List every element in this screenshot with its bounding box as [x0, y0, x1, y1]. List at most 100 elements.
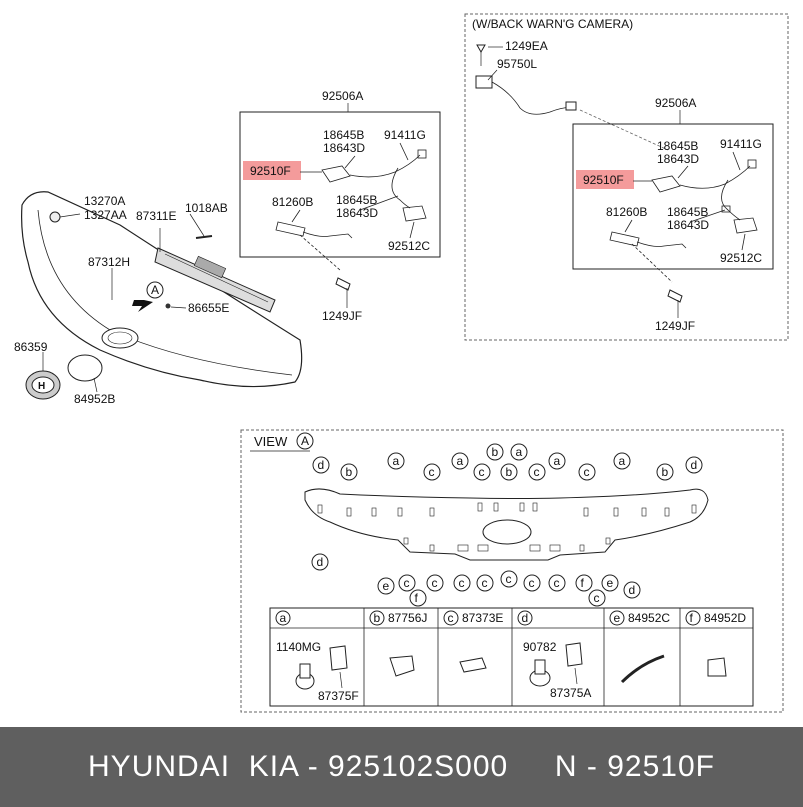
view-top-letter-a: a [554, 454, 561, 468]
view-bottom-letter-c-circle [548, 574, 566, 592]
lamp-92510F-left [321, 165, 351, 183]
view-bottom-letter-d-circle [311, 553, 329, 571]
view-bottom-letter-d: d [317, 555, 324, 569]
view-top-letter-c-circle [473, 463, 491, 481]
label-1140MG: 1140MG [276, 640, 321, 654]
view-top-letter-a: a [393, 454, 400, 468]
label-95750L: 95750L [497, 57, 537, 71]
connector-91411G-camera [747, 159, 757, 169]
label-86359: 86359 [14, 340, 48, 354]
view-top-letter-b-circle [486, 443, 504, 461]
view-top-letter-a-circle [451, 452, 469, 470]
view-top-letter-d: d [318, 458, 325, 472]
table-header-e-circle [609, 610, 625, 626]
screw-1249JF-camera [667, 289, 683, 303]
table-header-a-circle [275, 610, 291, 626]
part-87373E [459, 657, 487, 673]
label-90782: 90782 [523, 640, 557, 654]
view-bottom-letter-f: f [581, 576, 585, 590]
view-top-letter-d: d [691, 458, 698, 472]
label-87375F: 87375F [318, 689, 359, 703]
parts-diagram: H A 13270A 1327AA 87311E 1018AB 87312H 8… [14, 13, 789, 713]
view-bottom-letter-e: e [383, 579, 390, 593]
view-bottom-letter-c: c [506, 572, 512, 586]
label-1249JF-left: 1249JF [322, 309, 362, 323]
main-leader-lines [42, 213, 205, 393]
view-top-letter-a-circle [548, 452, 566, 470]
table-header-c-label: 87373E [462, 611, 503, 625]
view-top-letter-d-circle [685, 456, 703, 474]
table-header-f-label: 84952D [704, 611, 746, 625]
camera-box-title: (W/BACK WARN'G CAMERA) [472, 17, 633, 31]
label-91411G-camera: 91411G [720, 137, 762, 151]
view-title: VIEW [254, 434, 288, 449]
license-bracket [154, 247, 276, 313]
wiring-camera [624, 151, 751, 283]
table-header-e-label: 84952C [628, 611, 670, 625]
detail-left-title: 92506A [322, 89, 363, 103]
svg-text:H: H [38, 381, 45, 392]
view-top-letter-a: a [457, 454, 464, 468]
footer-part-number: HYUNDAI KIA - 925102S000 N - 92510F [88, 750, 715, 783]
part-87375F [329, 645, 348, 671]
label-18643D-left: 18643D [323, 141, 365, 155]
part-84952D [707, 657, 727, 677]
table-header-f-circle [685, 610, 701, 626]
table-header-f: f [690, 611, 694, 625]
view-top-letter-c: c [429, 465, 435, 479]
view-bottom-letter-c: c [459, 576, 465, 590]
view-top-letter-c-circle [528, 463, 546, 481]
view-bottom-letter-e: e [607, 576, 614, 590]
view-bottom-letter-f: f [415, 591, 419, 605]
view-top-letter-a-circle [387, 452, 405, 470]
connector-camera-2 [721, 205, 731, 213]
view-bottom-letter-c: c [594, 591, 600, 605]
camera-sub-title: 92506A [655, 96, 696, 110]
view-a-callout-letter: A [151, 283, 159, 297]
label-13270A: 13270A [84, 194, 125, 208]
view-top-letter-a: a [516, 445, 523, 459]
view-bottom-letter-c: c [529, 576, 535, 590]
label-87312H: 87312H [88, 255, 130, 269]
emblem-86359: H [25, 370, 61, 400]
part-87756J [389, 655, 415, 677]
lamp-92512C-left [402, 205, 427, 222]
view-bottom-letter-c-circle [523, 574, 541, 592]
view-bottom-letter-c-circle [426, 574, 444, 592]
view-top-letter-c: c [534, 465, 540, 479]
table-header-b-label: 87756J [388, 611, 427, 625]
lamp-81260B-camera [609, 231, 640, 247]
view-bottom-letter-c: c [554, 576, 560, 590]
view-a-callout: A [132, 281, 164, 312]
table-header-a: a [280, 611, 287, 625]
label-81260B-camera: 81260B [606, 205, 647, 219]
label-86655E: 86655E [188, 301, 229, 315]
view-top-letter-b: b [346, 465, 353, 479]
view-bottom-letter-c: c [482, 576, 488, 590]
view-top-letter-a: a [619, 454, 626, 468]
table-header-d: d [522, 611, 529, 625]
table-header-c-circle [443, 610, 459, 626]
screw-1249EA [476, 44, 486, 54]
label-87311E: 87311E [136, 209, 176, 223]
table-header-b: b [374, 611, 381, 625]
label-18643D-camera-2: 18643D [667, 218, 709, 232]
label-92510F-left: 92510F [250, 164, 291, 178]
label-92512C-camera: 92512C [720, 251, 762, 265]
view-bottom-letter-e-circle [601, 574, 619, 592]
table-header-b-circle [369, 610, 385, 626]
label-18645B-camera-2: 18645B [667, 205, 708, 219]
emblem-tape-84952B [67, 354, 103, 382]
view-top-letter-b: b [662, 465, 669, 479]
wiring-left [291, 142, 421, 271]
view-top-letter-b-circle [340, 463, 358, 481]
label-18645B-camera: 18645B [657, 139, 698, 153]
view-bottom-letter-c-circle [476, 574, 494, 592]
view-top-letter-a-circle [510, 443, 528, 461]
view-bottom-letter-f-circle [409, 589, 427, 607]
view-callout: A [301, 434, 309, 448]
label-18643D-camera: 18643D [657, 152, 699, 166]
